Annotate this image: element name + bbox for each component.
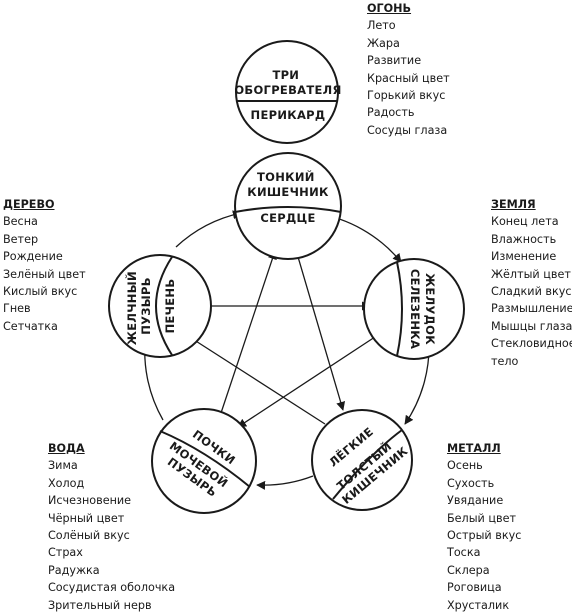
list-item: Тоска xyxy=(447,546,481,560)
organ-label-stomach: ЖЕЛУДОК xyxy=(423,273,437,345)
organ-circle-water xyxy=(151,408,257,514)
list-item: Белый цвет xyxy=(447,511,516,525)
list-item: Чёрный цвет xyxy=(48,511,125,525)
list-item: Зелёный цвет xyxy=(3,267,86,281)
organ-label-heart: СЕРДЦЕ xyxy=(260,211,315,225)
list-item: Изменение xyxy=(491,250,557,264)
list-item: Ветер xyxy=(3,232,39,246)
fire-element-title: ОГОНЬ xyxy=(367,2,412,15)
list-item: Зрительный нерв xyxy=(48,598,152,612)
water-element-list: ВОДА Зима Холод Исчезновение Чёрный цвет… xyxy=(48,440,175,614)
fire-element-list: ОГОНЬ Лето Жара Развитие Красный цвет Го… xyxy=(367,0,450,139)
list-item: Развитие xyxy=(367,54,422,68)
organ-circle-top xyxy=(235,40,339,144)
organ-circle-metal xyxy=(311,409,413,511)
list-item: Весна xyxy=(3,215,38,229)
organ-circle-earth xyxy=(363,258,465,360)
list-item: Радужка xyxy=(48,563,100,577)
list-item: Размышление xyxy=(491,302,572,316)
metal-element-list: МЕТАЛЛ Осень Сухость Увядание Белый цвет… xyxy=(447,440,521,614)
list-item: Горький вкус xyxy=(367,89,446,103)
list-item: Холод xyxy=(48,476,85,490)
star-arrow-water-to-fire xyxy=(220,250,277,414)
cycle-arc-wood-to-fire xyxy=(175,210,242,248)
list-item: Зима xyxy=(48,459,78,473)
wood-element-title: ДЕРЕВО xyxy=(3,198,55,211)
list-item: Сладкий вкус xyxy=(491,285,572,299)
list-item: Увядание xyxy=(447,494,504,508)
organ-label-gallbladder: ЖЕЛЧНЫЙ ПУЗЫРЬ xyxy=(124,267,153,345)
list-item: тело xyxy=(491,354,519,368)
earth-element-title: ЗЕМЛЯ xyxy=(491,198,536,211)
organ-label-liver: ПЕЧЕНЬ xyxy=(163,279,177,334)
organ-label-spleen: СЕЛЕЗЕНКА xyxy=(408,269,422,349)
earth-element-list: ЗЕМЛЯ Конец лета Влажность Изменение Жёл… xyxy=(491,196,572,370)
list-item: Стекловидное xyxy=(491,337,572,351)
list-item: Склера xyxy=(447,563,490,577)
list-item: Сосуды глаза xyxy=(367,123,448,137)
list-item: Исчезновение xyxy=(48,494,132,508)
star-arrow-earth-to-water xyxy=(237,332,382,428)
list-item: Острый вкус xyxy=(447,529,522,543)
organ-label-pericardium: ПЕРИКАРД xyxy=(251,108,326,122)
list-item: Жара xyxy=(367,36,400,50)
cycle-arc-metal-to-water xyxy=(256,475,314,490)
list-item: Хрусталик xyxy=(447,598,510,612)
star-arrow-fire-to-metal xyxy=(290,232,346,411)
list-item: Красный цвет xyxy=(367,71,450,85)
list-item: Сетчатка xyxy=(3,319,58,333)
list-item: Кислый вкус xyxy=(3,285,78,299)
metal-element-title: МЕТАЛЛ xyxy=(447,442,501,455)
water-element-title: ВОДА xyxy=(48,442,85,455)
list-item: Сухость xyxy=(447,476,495,490)
list-item: Гнев xyxy=(3,302,31,316)
list-item: Жёлтый цвет xyxy=(491,267,571,281)
list-item: Осень xyxy=(447,459,483,473)
list-item: Мышцы глаза xyxy=(491,319,572,333)
list-item: Рождение xyxy=(3,250,63,264)
list-item: Солёный вкус xyxy=(48,529,130,543)
list-item: Лето xyxy=(367,19,396,33)
list-item: Влажность xyxy=(491,232,557,246)
organ-label-small-intestine: ТОНКИЙ КИШЕЧНИК xyxy=(247,169,329,199)
organ-label-three-heaters: ТРИ ОБОГРЕВАТЕЛЯ xyxy=(234,68,341,97)
organ-circle-fire xyxy=(234,152,342,260)
list-item: Сосудистая оболочка xyxy=(48,581,176,595)
organ-circle-wood xyxy=(108,254,212,358)
list-item: Страх xyxy=(48,546,83,560)
wood-element-list: ДЕРЕВО Весна Ветер Рождение Зелёный цвет… xyxy=(3,196,86,335)
list-item: Конец лета xyxy=(491,215,559,229)
list-item: Роговица xyxy=(447,581,502,595)
control-cycle xyxy=(187,232,382,428)
list-item: Радость xyxy=(367,106,415,120)
star-arrow-metal-to-wood xyxy=(187,335,326,425)
